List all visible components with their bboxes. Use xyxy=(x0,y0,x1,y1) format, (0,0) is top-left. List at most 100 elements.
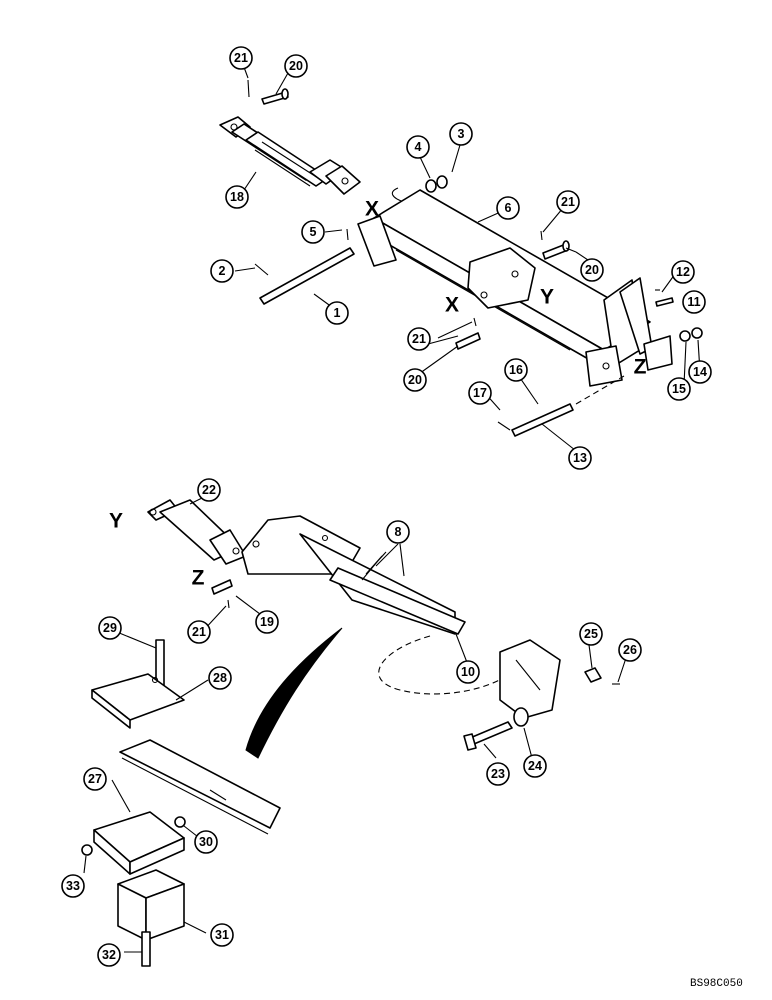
pin-right xyxy=(540,230,570,260)
callout-19: 19 xyxy=(255,610,279,634)
svg-text:26: 26 xyxy=(623,643,637,657)
svg-text:21: 21 xyxy=(412,332,426,346)
callout-25: 25 xyxy=(579,622,603,646)
callout-21a: 21 xyxy=(229,46,253,70)
svg-text:10: 10 xyxy=(461,665,475,679)
svg-text:29: 29 xyxy=(103,621,117,635)
callout-15: 15 xyxy=(667,377,691,401)
block-31 xyxy=(117,869,185,941)
pivot-pin xyxy=(254,228,355,305)
callout-3: 3 xyxy=(449,122,473,146)
callout-21b: 21 xyxy=(556,190,580,214)
bolt-32 xyxy=(141,931,151,967)
ref-z-lower: Z xyxy=(192,567,205,590)
svg-text:14: 14 xyxy=(693,365,707,379)
svg-text:28: 28 xyxy=(213,671,227,685)
pin-top xyxy=(247,79,289,105)
svg-text:32: 32 xyxy=(102,948,116,962)
callout-5: 5 xyxy=(301,220,325,244)
reference-letters: X X Y Z Y Z xyxy=(109,198,647,590)
leader-lines xyxy=(83,58,701,953)
svg-text:25: 25 xyxy=(584,627,598,641)
svg-text:15: 15 xyxy=(672,382,686,396)
callout-16: 16 xyxy=(504,358,528,382)
sweep-arrow xyxy=(245,627,343,759)
callout-17: 17 xyxy=(468,381,492,405)
callout-24: 24 xyxy=(523,754,547,778)
svg-text:21: 21 xyxy=(561,195,575,209)
callout-18: 18 xyxy=(225,185,249,209)
callout-10: 10 xyxy=(456,660,480,684)
callout-14: 14 xyxy=(688,360,712,384)
svg-text:12: 12 xyxy=(676,265,690,279)
callout-6: 6 xyxy=(496,196,520,220)
callout-12: 12 xyxy=(671,260,695,284)
hardware-11-15 xyxy=(655,289,703,342)
callout-28: 28 xyxy=(208,666,232,690)
lower-arm xyxy=(119,739,281,835)
callout-8: 8 xyxy=(386,520,410,544)
callout-23: 23 xyxy=(486,762,510,786)
svg-text:20: 20 xyxy=(585,263,599,277)
callout-1: 1 xyxy=(325,301,349,325)
svg-text:21: 21 xyxy=(234,51,248,65)
callout-2: 2 xyxy=(210,259,234,283)
main-frame xyxy=(357,189,673,387)
callout-20a: 20 xyxy=(284,54,308,78)
mount-bracket xyxy=(463,639,620,751)
svg-text:23: 23 xyxy=(491,767,505,781)
svg-text:30: 30 xyxy=(199,835,213,849)
hydraulic-cylinder xyxy=(219,116,361,195)
ref-x-top: X xyxy=(365,198,379,221)
svg-text:6: 6 xyxy=(505,201,512,215)
callout-26: 26 xyxy=(618,638,642,662)
callout-31: 31 xyxy=(210,923,234,947)
mount-27 xyxy=(81,811,186,875)
svg-text:11: 11 xyxy=(687,295,700,309)
svg-text:31: 31 xyxy=(215,928,229,942)
svg-text:13: 13 xyxy=(573,451,587,465)
svg-text:16: 16 xyxy=(509,363,523,377)
callout-27: 27 xyxy=(83,767,107,791)
lift-cylinder xyxy=(147,499,247,565)
callout-20b: 20 xyxy=(580,258,604,282)
svg-text:20: 20 xyxy=(289,59,303,73)
callout-13: 13 xyxy=(568,446,592,470)
svg-text:8: 8 xyxy=(395,525,402,539)
callout-4: 4 xyxy=(406,135,430,159)
svg-text:19: 19 xyxy=(260,615,274,629)
callout-22: 22 xyxy=(197,478,221,502)
ref-z-mid: Z xyxy=(634,356,647,379)
lift-arm xyxy=(241,515,466,635)
callout-30: 30 xyxy=(194,830,218,854)
arm-connection-line xyxy=(378,635,513,695)
callout-20c: 20 xyxy=(403,368,427,392)
pin-13 xyxy=(497,403,574,437)
svg-text:21: 21 xyxy=(192,625,206,639)
callout-21d: 21 xyxy=(187,620,211,644)
ref-x-mid: X xyxy=(445,294,459,317)
svg-text:27: 27 xyxy=(88,772,102,786)
ref-y-lower: Y xyxy=(109,510,123,533)
plate-28 xyxy=(91,673,185,729)
pin-lower xyxy=(455,317,481,350)
ref-y-mid: Y xyxy=(540,286,554,309)
svg-text:22: 22 xyxy=(202,483,216,497)
callout-29: 29 xyxy=(98,616,122,640)
svg-text:2: 2 xyxy=(219,264,226,278)
svg-text:18: 18 xyxy=(230,190,244,204)
svg-text:20: 20 xyxy=(408,373,422,387)
washers-3-4 xyxy=(391,175,448,203)
svg-text:24: 24 xyxy=(528,759,542,773)
pin-19 xyxy=(211,579,233,609)
svg-text:4: 4 xyxy=(415,140,422,154)
svg-text:1: 1 xyxy=(334,306,341,320)
callout-11: 11 xyxy=(682,290,706,314)
callout-33: 33 xyxy=(61,874,85,898)
drawing-code: BS98C050 xyxy=(690,978,743,990)
callout-21c: 21 xyxy=(407,327,431,351)
svg-text:33: 33 xyxy=(66,879,80,893)
callout-32: 32 xyxy=(97,943,121,967)
svg-text:5: 5 xyxy=(310,225,317,239)
